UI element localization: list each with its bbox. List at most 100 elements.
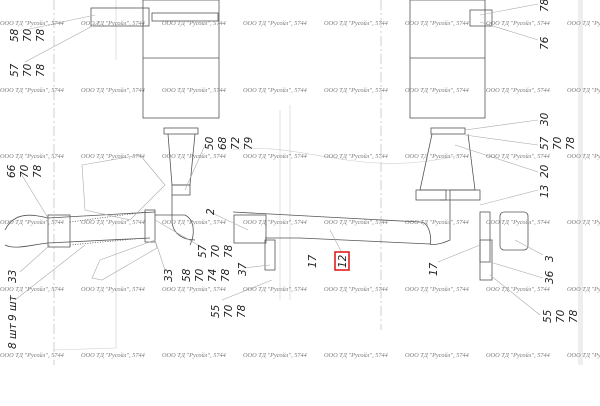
watermark: ООО ТД "Русойл", 5744	[162, 352, 226, 359]
watermark: ООО ТД "Русойл", 5744	[486, 153, 550, 160]
callout-label-highlighted[interactable]: 12	[337, 254, 349, 268]
callout-label: 57	[197, 244, 209, 258]
callout-label: 78	[220, 268, 232, 282]
callout-label: 78	[223, 244, 235, 258]
frame-line	[232, 148, 461, 164]
callout-label: 79	[243, 136, 255, 150]
callout-label: 70	[22, 28, 34, 42]
watermark: ООО ТД "Русойл", 5744	[0, 87, 64, 94]
watermark: ООО ТД "Русойл", 5744	[243, 87, 307, 94]
left-muffler	[90, 0, 220, 241]
watermark: ООО ТД "Русойл", 5744	[81, 153, 145, 160]
watermark: ООО ТД "Русойл", 5744	[324, 219, 388, 226]
callout-label: 70	[194, 268, 206, 282]
watermark: ООО ТД "Русойл", 5744	[324, 352, 388, 359]
watermark: ООО ТД "Русойл", 5744	[567, 352, 600, 359]
watermark: ООО ТД "Русойл", 5744	[81, 219, 145, 226]
watermark: ООО ТД "Русойл", 5744	[243, 153, 307, 160]
watermark: ООО ТД "Русойл", 5744	[0, 352, 64, 359]
watermark: ООО ТД "Русойл", 5744	[486, 286, 550, 293]
callout-label: 33	[163, 269, 175, 282]
watermark: ООО ТД "Русойл", 5744	[567, 153, 600, 160]
callout-label: 70	[210, 244, 222, 258]
callout-label: 70	[223, 304, 235, 318]
callout-label: 78	[539, 0, 551, 12]
leader-lines	[14, 3, 544, 316]
callout-label: 20	[539, 164, 551, 178]
watermark: ООО ТД "Русойл", 5744	[0, 153, 64, 160]
callout-label: 70	[555, 309, 567, 323]
callout-label: 66	[6, 164, 18, 178]
callout-label: 9 шт	[7, 294, 19, 321]
frame-line	[53, 220, 117, 351]
highlight-box	[334, 251, 350, 271]
callout-label: 78	[565, 136, 577, 150]
watermark: ООО ТД "Русойл", 5744	[567, 219, 600, 226]
callout-label: 17	[428, 262, 440, 276]
callout-labels: 58 70 78 57 70 78 66 70 78 50 68 72 79 7…	[6, 0, 580, 349]
watermark: ООО ТД "Русойл", 5744	[81, 20, 145, 27]
callout-label: 57	[9, 63, 21, 77]
callout-label: 36	[544, 270, 556, 284]
watermark: ООО ТД "Русойл", 5744	[486, 87, 550, 94]
callout-label: 78	[568, 309, 580, 323]
callout-label: 13	[539, 185, 551, 198]
sheet-edge	[578, 0, 583, 365]
watermark: ООО ТД "Русойл", 5744	[81, 87, 145, 94]
watermark-grid: ООО ТД "Русойл", 5744 ООО ТД "Русойл", 5…	[0, 20, 600, 359]
watermark: ООО ТД "Русойл", 5744	[162, 153, 226, 160]
callout-label: 55	[210, 304, 222, 318]
right-muffler	[409, 0, 529, 281]
watermark: ООО ТД "Русойл", 5744	[243, 219, 307, 226]
callout-label: 17	[307, 254, 319, 268]
watermark: ООО ТД "Русойл", 5744	[405, 20, 469, 27]
watermark: ООО ТД "Русойл", 5744	[405, 352, 469, 359]
callout-label: 78	[236, 304, 248, 318]
watermark: ООО ТД "Русойл", 5744	[405, 219, 469, 226]
callout-label: 70	[552, 136, 564, 150]
watermark: ООО ТД "Русойл", 5744	[0, 219, 64, 226]
watermark: ООО ТД "Русойл", 5744	[81, 352, 145, 359]
callout-label: 76	[539, 36, 551, 50]
watermark: ООО ТД "Русойл", 5744	[243, 352, 307, 359]
watermark: ООО ТД "Русойл", 5744	[0, 20, 64, 27]
watermark: ООО ТД "Русойл", 5744	[324, 20, 388, 27]
callout-label: 57	[539, 136, 551, 150]
watermark: ООО ТД "Русойл", 5744	[405, 153, 469, 160]
watermark: ООО ТД "Русойл", 5744	[243, 286, 307, 293]
callout-label: 3	[544, 255, 556, 262]
watermark: ООО ТД "Русойл", 5744	[162, 87, 226, 94]
watermark: ООО ТД "Русойл", 5744	[81, 286, 145, 293]
callout-label: 70	[22, 63, 34, 77]
watermark: ООО ТД "Русойл", 5744	[405, 286, 469, 293]
center-pipe	[232, 199, 451, 271]
watermark: ООО ТД "Русойл", 5744	[162, 286, 226, 293]
watermark: ООО ТД "Русойл", 5744	[324, 87, 388, 94]
watermark: ООО ТД "Русойл", 5744	[0, 286, 64, 293]
frame-line	[279, 105, 291, 300]
callout-label: 74	[207, 269, 219, 282]
watermark: ООО ТД "Русойл", 5744	[567, 87, 600, 94]
callout-label: 78	[35, 63, 47, 77]
callout-label: 55	[542, 309, 554, 323]
callout-label: 30	[539, 112, 551, 126]
callout-label: 68	[217, 136, 229, 150]
watermark: ООО ТД "Русойл", 5744	[162, 219, 226, 226]
callout-label: 58	[9, 28, 21, 42]
callout-label: 8 шт	[7, 322, 19, 349]
callout-label: 70	[19, 164, 31, 178]
callout-label: 37	[237, 262, 249, 276]
callout-label: 72	[230, 136, 242, 150]
watermark: ООО ТД "Русойл", 5744	[567, 286, 600, 293]
callout-label: 2	[205, 208, 217, 215]
watermark: ООО ТД "Русойл", 5744	[486, 20, 550, 27]
watermark: ООО ТД "Русойл", 5744	[486, 352, 550, 359]
callout-label: 50	[204, 136, 216, 150]
watermark: ООО ТД "Русойл", 5744	[405, 87, 469, 94]
callout-label: 58	[181, 268, 193, 282]
watermark: ООО ТД "Русойл", 5744	[324, 286, 388, 293]
watermark: ООО ТД "Русойл", 5744	[162, 20, 226, 27]
watermark: ООО ТД "Русойл", 5744	[486, 219, 550, 226]
watermark: ООО ТД "Русойл", 5744	[243, 20, 307, 27]
